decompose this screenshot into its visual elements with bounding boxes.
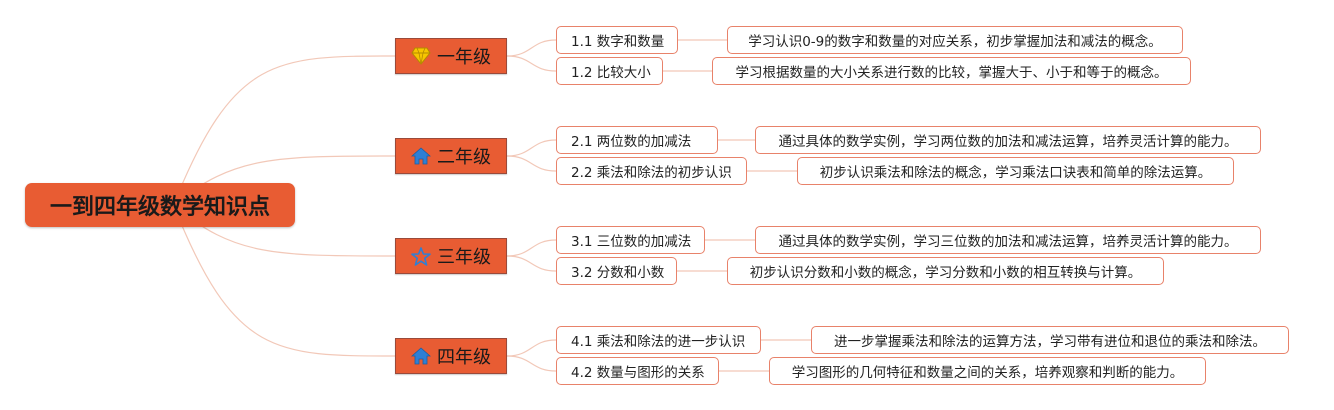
desc-node-4-1[interactable]: 进一步掌握乘法和除法的运算方法，学习带有进位和退位的乘法和除法。: [811, 326, 1289, 354]
topic-node-2-1[interactable]: 2.1 两位数的加减法: [556, 126, 718, 154]
house-icon: [411, 346, 431, 366]
link-grade-topic-1-2: [506, 55, 557, 72]
topic-label: 2.1 两位数的加减法: [571, 134, 692, 150]
desc-text: 进一步掌握乘法和除法的运算方法，学习带有进位和退位的乘法和除法。: [834, 334, 1266, 350]
desc-text: 通过具体的数学实例，学习两位数的加法和减法运算，培养灵活计算的能力。: [778, 134, 1238, 150]
diamond-icon: [411, 46, 431, 66]
link-grade-topic-3-2: [506, 255, 557, 272]
grade-node-2[interactable]: 二年级: [395, 138, 507, 174]
topic-node-3-2[interactable]: 3.2 分数和小数: [556, 257, 677, 285]
topic-label: 1.1 数字和数量: [571, 34, 665, 50]
desc-node-2-2[interactable]: 初步认识乘法和除法的概念，学习乘法口诀表和简单的除法运算。: [797, 157, 1234, 185]
desc-text: 学习认识0-9的数字和数量的对应关系，初步掌握加法和减法的概念。: [748, 34, 1162, 50]
desc-node-4-2[interactable]: 学习图形的几何特征和数量之间的关系，培养观察和判断的能力。: [769, 357, 1206, 385]
link-grade-topic-4-1: [506, 339, 557, 357]
link-grade-topic-2-1: [506, 139, 557, 157]
desc-node-1-1[interactable]: 学习认识0-9的数字和数量的对应关系，初步掌握加法和减法的概念。: [727, 26, 1183, 54]
desc-text: 学习根据数量的大小关系进行数的比较，掌握大于、小于和等于的概念。: [735, 65, 1168, 81]
desc-text: 初步认识分数和小数的概念，学习分数和小数的相互转换与计算。: [749, 265, 1142, 281]
link-root-grade-1: [172, 55, 396, 206]
topic-node-1-2[interactable]: 1.2 比较大小: [556, 57, 663, 85]
link-grade-topic-4-2: [506, 355, 557, 372]
desc-node-1-2[interactable]: 学习根据数量的大小关系进行数的比较，掌握大于、小于和等于的概念。: [712, 57, 1191, 85]
topic-label: 2.2 乘法和除法的初步认识: [571, 165, 732, 181]
desc-node-2-1[interactable]: 通过具体的数学实例，学习两位数的加法和减法运算，培养灵活计算的能力。: [755, 126, 1261, 154]
grade-node-3[interactable]: 三年级: [395, 238, 507, 274]
link-root-grade-4: [172, 204, 396, 357]
topic-node-2-2[interactable]: 2.2 乘法和除法的初步认识: [556, 157, 747, 185]
topic-node-4-1[interactable]: 4.1 乘法和除法的进一步认识: [556, 326, 761, 354]
grade-label: 四年级: [437, 347, 491, 368]
desc-node-3-1[interactable]: 通过具体的数学实例，学习三位数的加法和减法运算，培养灵活计算的能力。: [755, 226, 1261, 254]
topic-label: 3.2 分数和小数: [571, 265, 665, 281]
star-icon: [411, 246, 431, 266]
link-grade-topic-2-2: [506, 155, 557, 172]
link-grade-topic-1-1: [506, 39, 557, 57]
desc-text: 学习图形的几何特征和数量之间的关系，培养观察和判断的能力。: [791, 365, 1184, 381]
topic-label: 4.1 乘法和除法的进一步认识: [571, 334, 746, 350]
topic-node-3-1[interactable]: 3.1 三位数的加减法: [556, 226, 705, 254]
topic-label: 1.2 比较大小: [571, 65, 651, 81]
topic-node-4-2[interactable]: 4.2 数量与图形的关系: [556, 357, 719, 385]
grade-node-1[interactable]: 一年级: [395, 38, 507, 74]
grade-label: 二年级: [437, 147, 491, 168]
root-node[interactable]: 一到四年级数学知识点: [25, 183, 295, 227]
desc-text: 通过具体的数学实例，学习三位数的加法和减法运算，培养灵活计算的能力。: [778, 234, 1238, 250]
link-grade-topic-3-1: [506, 239, 557, 257]
desc-text: 初步认识乘法和除法的概念，学习乘法口诀表和简单的除法运算。: [819, 165, 1212, 181]
grade-node-4[interactable]: 四年级: [395, 338, 507, 374]
grade-label: 三年级: [437, 247, 491, 268]
desc-node-3-2[interactable]: 初步认识分数和小数的概念，学习分数和小数的相互转换与计算。: [727, 257, 1164, 285]
root-label: 一到四年级数学知识点: [49, 195, 270, 220]
grade-label: 一年级: [437, 47, 491, 68]
topic-label: 3.1 三位数的加减法: [571, 234, 692, 250]
house-icon: [411, 146, 431, 166]
topic-node-1-1[interactable]: 1.1 数字和数量: [556, 26, 678, 54]
topic-label: 4.2 数量与图形的关系: [571, 365, 705, 381]
